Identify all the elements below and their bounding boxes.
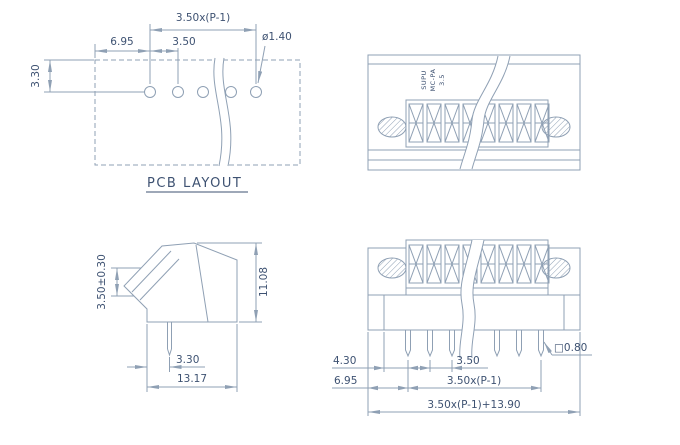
- dim-label-depth: 13.17: [177, 373, 207, 385]
- break-line: [471, 55, 511, 170]
- solder-pins-row: [405, 329, 544, 357]
- pad-hole: [172, 86, 184, 98]
- mounting-flange-right: [541, 257, 571, 279]
- housing-outline: [367, 239, 581, 331]
- dim-label-pin-pitch: 3.50: [456, 355, 479, 367]
- pad-hole: [225, 86, 237, 98]
- break-line: [222, 57, 232, 167]
- dim-label-hole-diameter: ø1.40: [262, 31, 292, 43]
- connector-rear-view: SUPU MC-PA 3.5: [367, 54, 581, 171]
- dim-label-pitch-span: 3.50x(P-1): [176, 12, 230, 24]
- connector-side-view: 11.08 3.50±0.30 3.30 13.17: [96, 242, 270, 392]
- pcb-outline: [94, 59, 301, 166]
- dim-label-height: 11.08: [258, 267, 270, 297]
- side-profile-outline: [123, 242, 238, 323]
- pad-hole: [197, 86, 209, 98]
- brand-text-line1: SUPU: [420, 70, 428, 90]
- dim-label-pin-offset: 3.30: [176, 354, 199, 366]
- dim-label-pin-square: □0.80: [554, 342, 587, 354]
- pcb-layout-title: PCB LAYOUT: [147, 176, 242, 191]
- pcb-layout-view: 3.50x(P-1) 6.95 3.50 ø1.40 3.30 PCB LAYO…: [30, 12, 301, 193]
- break-line: [471, 239, 485, 359]
- dim-label-pin-span: 3.50x(P-1): [447, 375, 501, 387]
- mounting-flange-left: [377, 116, 407, 138]
- dim-label-total-width: 3.50x(P-1)+13.90: [427, 399, 520, 411]
- dim-label-edge-distance: 6.95: [110, 36, 133, 48]
- brand-text-line2: MC-PA: [429, 68, 437, 91]
- break-line: [459, 55, 499, 170]
- connector-front-view: 4.30 3.50 6.95 3.50x(P-1) □0.80 3.50x(P-…: [332, 239, 592, 416]
- housing-outline: [367, 54, 581, 171]
- break-line: [213, 57, 223, 167]
- dim-label-row-offset: 3.30: [30, 64, 42, 87]
- dim-label-inner-offset: 4.30: [333, 355, 356, 367]
- dim-label-pitch: 3.50: [172, 36, 195, 48]
- dim-label-edge-pin: 6.95: [334, 375, 357, 387]
- solder-pin: [167, 322, 172, 357]
- brand-text-line3: 3.5: [438, 74, 446, 86]
- mounting-flange-left: [377, 257, 407, 279]
- break-line: [459, 239, 473, 359]
- pad-hole: [250, 86, 262, 98]
- break-mask: [459, 240, 484, 358]
- dim-label-height-tolerance: 3.50±0.30: [96, 254, 108, 310]
- break-mask: [213, 58, 231, 166]
- pad-hole: [144, 86, 156, 98]
